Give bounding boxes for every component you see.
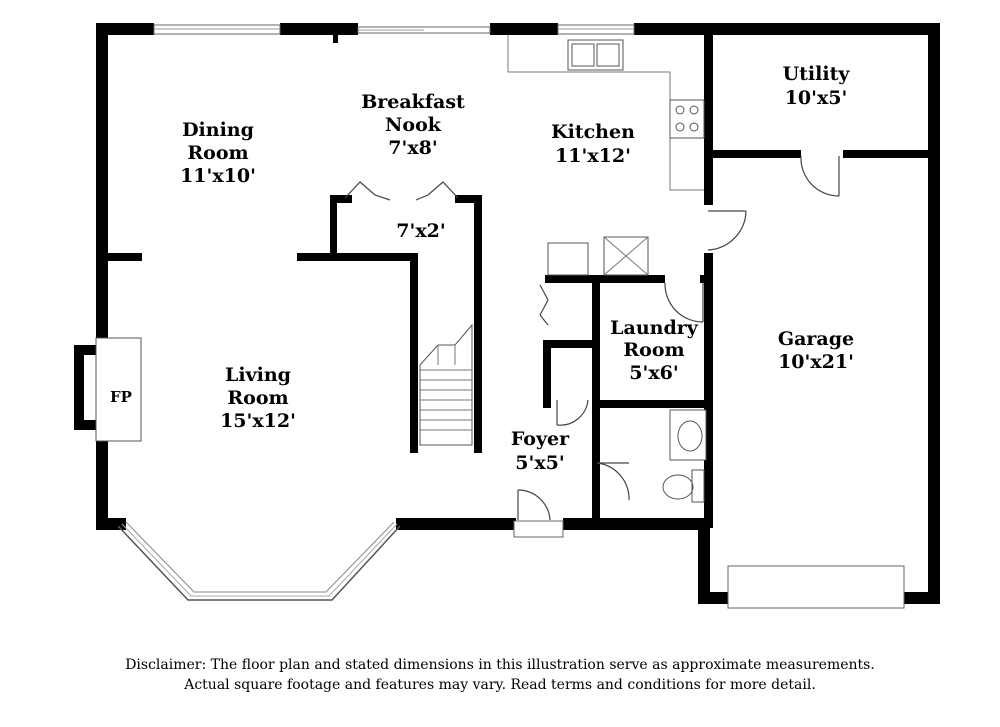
dining-name-line1: Dining [182,119,254,141]
kitchen-fixtures [507,35,705,276]
room-garage: Garage 10'x21' [778,328,854,373]
foyer-name: Foyer [511,428,570,450]
stairs [419,323,473,446]
living-dimensions: 15'x12' [220,410,296,432]
closet-dimensions: 7'x2' [396,220,445,242]
room-utility: Utility 10'x5' [783,63,851,109]
dining-dimensions: 11'x10' [180,165,256,187]
room-laundry: Laundry Room 5'x6' [610,317,699,384]
room-kitchen: Kitchen 11'x12' [551,121,635,167]
laundry-name-line2: Room [623,339,684,361]
laundry-name-line1: Laundry [610,317,699,339]
room-foyer: Foyer 5'x5' [511,428,570,474]
room-living: Living Room 15'x12' [220,364,296,432]
disclaimer: Disclaimer: The floor plan and stated di… [0,655,1000,695]
room-dining: Dining Room 11'x10' [180,119,256,187]
nook-name-line1: Breakfast [361,91,465,113]
utility-dimensions: 10'x5' [785,87,848,109]
fireplace-hearth [95,337,142,442]
disclaimer-line-2: Actual square footage and features may v… [184,677,816,693]
kitchen-name: Kitchen [551,121,635,143]
interior-walls [96,35,930,528]
room-closet: 7'x2' [396,220,445,242]
garage-dimensions: 10'x21' [778,351,854,373]
dining-name-line2: Room [187,142,248,164]
kitchen-dimensions: 11'x12' [555,145,631,167]
windows [153,24,905,609]
fireplace-label: FP [110,388,132,406]
room-breakfast-nook: Breakfast Nook 7'x8' [361,91,465,159]
garage-name: Garage [778,328,854,350]
nook-dimensions: 7'x8' [388,137,437,159]
foyer-dimensions: 5'x5' [515,452,564,474]
bathroom-fixtures [662,409,707,503]
laundry-dimensions: 5'x6' [629,362,678,384]
living-name-line2: Room [227,387,288,409]
exterior-walls [74,23,940,604]
bay-window [117,521,401,601]
living-name-line1: Living [225,364,291,386]
utility-name: Utility [783,63,851,85]
disclaimer-line-1: Disclaimer: The floor plan and stated di… [125,657,875,673]
doors [344,155,840,521]
nook-name-line2: Nook [385,114,442,136]
